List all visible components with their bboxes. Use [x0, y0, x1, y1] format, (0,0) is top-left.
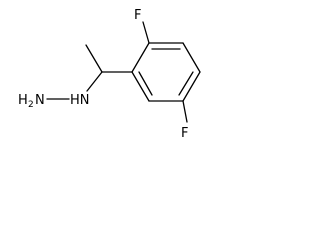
ring-inner-bond-2 — [178, 71, 194, 96]
bond-ring-to-f-bottom — [182, 100, 188, 123]
fluorine-bottom-label: F — [181, 126, 188, 141]
benzene-ring — [131, 42, 201, 102]
bond-ch-to-methyl — [85, 44, 103, 73]
hydrazine-nh-label: HN — [70, 93, 90, 108]
ring-bond-5 — [131, 71, 150, 102]
ring-bond-6 — [131, 42, 150, 73]
nh2-subscript-label: 2 — [28, 100, 34, 110]
structure-diagram: F F HN H 2 N — [18, 8, 201, 141]
substituent-bonds — [46, 21, 188, 123]
nh2-n-label: N — [35, 93, 45, 108]
nh2-h-label: H — [18, 93, 28, 108]
bond-ch-to-nh — [86, 71, 103, 92]
ring-inner-bond-3 — [138, 71, 153, 96]
hydrazine-nh2-label: H 2 N — [18, 93, 45, 110]
fluorine-top-label: F — [134, 8, 141, 23]
ring-bond-3 — [182, 71, 201, 102]
ring-bond-2 — [182, 42, 201, 73]
bond-ring-to-f-top — [142, 21, 150, 44]
